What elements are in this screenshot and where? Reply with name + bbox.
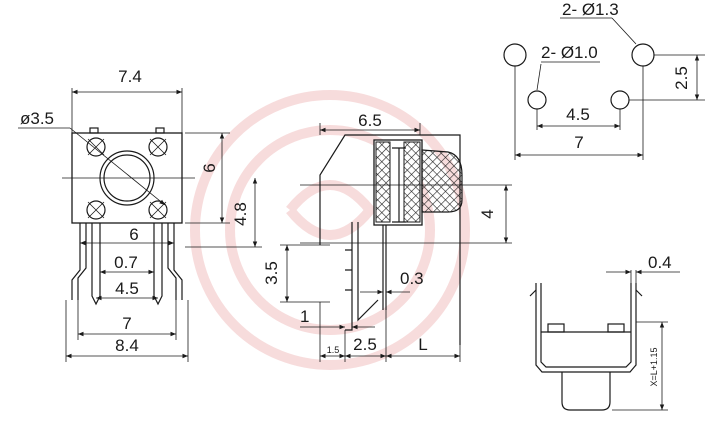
pcb-label-small: 2- Ø1.0 (541, 43, 598, 62)
side-view: 6.5 4 3.5 0.3 1 1.5 2.5 L (262, 111, 512, 362)
front-pin-right-inner (153, 223, 163, 306)
bottom-frame (535, 283, 637, 373)
bottom-view: 0.4 X=L+1.15 (529, 253, 680, 411)
side-actuator (421, 149, 463, 213)
dim-side-width: 6.5 (358, 111, 382, 130)
dim-front-pin-84: 8.4 (115, 336, 139, 355)
dim-side-height-4: 4 (478, 209, 497, 218)
dim-side-pin-03: 0.3 (400, 269, 424, 288)
dim-front-pin-7: 7 (122, 314, 131, 333)
dim-side-length-L: L (418, 335, 427, 354)
pcb-dim-horiz-7: 7 (574, 133, 583, 152)
actuator-outer (99, 150, 155, 206)
dim-front-diameter: ø3.5 (20, 109, 54, 128)
pcb-layout: 2- Ø1.3 2- Ø1.0 2.5 4.5 7 (503, 0, 705, 160)
bottom-dim-formula: X=L+1.15 (649, 347, 659, 386)
pcb-hole-small-left (527, 90, 547, 110)
front-pin-right-outer (173, 223, 183, 300)
front-pin-left-inner (91, 223, 101, 306)
actuator-inner (103, 154, 151, 202)
front-view: 7.4 ø3.5 6 4.8 6 0.7 4.5 7 8.4 (18, 67, 262, 362)
dim-front-pin-45: 4.5 (115, 279, 139, 298)
front-pin-left-outer (71, 223, 81, 300)
dim-front-pin-07: 0.7 (114, 253, 138, 272)
dim-front-height-48: 4.8 (231, 202, 250, 226)
pcb-hole-large-left (503, 43, 527, 67)
pcb-label-large: 2- Ø1.3 (562, 0, 619, 19)
pcb-dim-horiz-45: 4.5 (566, 105, 590, 124)
side-bracket (345, 222, 353, 331)
bottom-actuator (561, 372, 611, 411)
pcb-hole-small-right (610, 90, 630, 110)
dim-front-pitch-6: 6 (129, 225, 138, 244)
dim-side-offset-15: 1.5 (327, 345, 340, 355)
pcb-dim-vert-25: 2.5 (672, 66, 691, 90)
dim-side-offset-1: 1 (300, 307, 309, 326)
dim-side-offset-25: 2.5 (353, 335, 377, 354)
dim-front-width: 7.4 (118, 67, 142, 86)
dim-front-height-6: 6 (200, 163, 219, 172)
dim-side-height-35: 3.5 (262, 261, 281, 285)
pcb-hole-large-right (631, 43, 655, 67)
bottom-dim-pin-04: 0.4 (648, 253, 672, 272)
